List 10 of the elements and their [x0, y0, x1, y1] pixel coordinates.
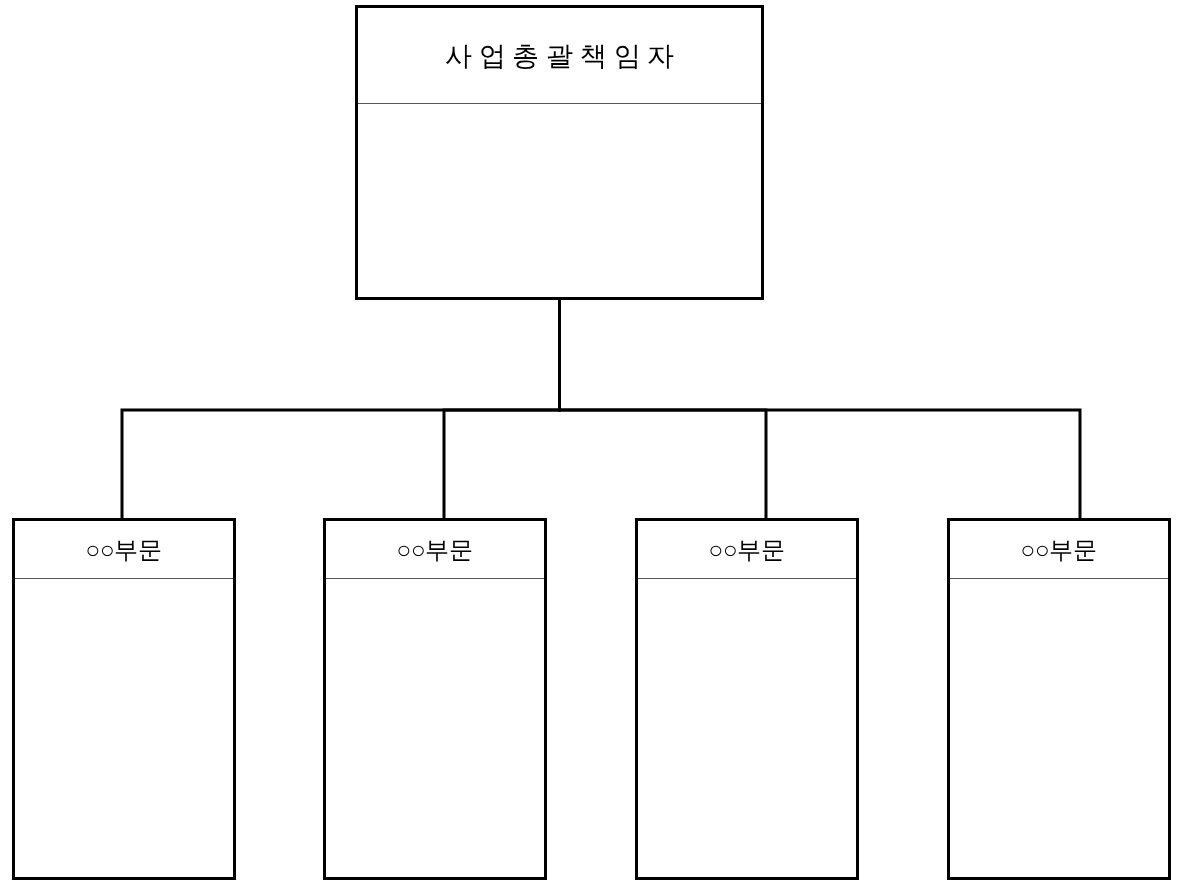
box-heading: ○○부문	[950, 521, 1168, 579]
org-box	[947, 518, 1171, 880]
org-box	[323, 518, 547, 880]
org-box	[355, 5, 764, 300]
box-heading: 사 업 총 괄 책 임 자	[358, 8, 761, 104]
box-heading: ○○부문	[638, 521, 856, 579]
org-box	[12, 518, 236, 880]
box-heading: ○○부문	[15, 521, 233, 579]
box-heading: ○○부문	[326, 521, 544, 579]
org-box	[635, 518, 859, 880]
